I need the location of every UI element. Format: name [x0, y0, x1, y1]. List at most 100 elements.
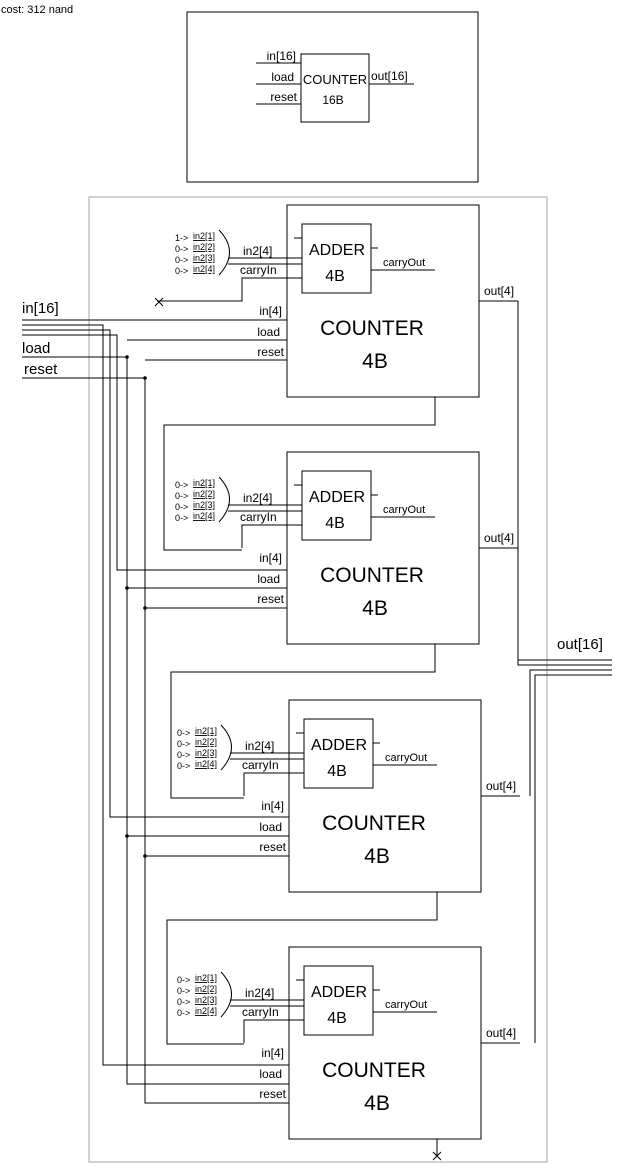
counter-stages: COUNTER 4B ADDER 4B in2[4] carryIn carryOut in[… — [175, 204, 520, 1140]
const-label-4: in2[4] — [193, 511, 215, 521]
bus-input-label: in[16] — [22, 300, 59, 317]
overview-chip-width: 16B — [322, 93, 343, 107]
const-label-2: in2[2] — [193, 489, 215, 499]
adder-4b-width: 4B — [325, 268, 345, 285]
counter-4b-width: 4B — [364, 845, 390, 868]
const-bit-2: 0-> — [175, 491, 188, 501]
const-label-2: in2[2] — [193, 242, 215, 252]
adder-carry-in-label: carryIn — [242, 758, 279, 772]
adder-in2-label: in2[4] — [245, 986, 274, 1000]
const-bit-4: 0-> — [177, 761, 190, 771]
const-label-3: in2[3] — [193, 253, 215, 263]
stage-1: COUNTER 4B ADDER 4B in2[4] carryIn carryOut in[… — [175, 204, 518, 398]
overview-input-reset: reset — [270, 90, 297, 104]
counter-reset-label: reset — [259, 840, 286, 854]
const-label-2: in2[2] — [195, 984, 217, 994]
counter-in-label: in[4] — [261, 799, 284, 813]
adder-carry-in-label: carryIn — [240, 510, 277, 524]
const-label-1: in2[1] — [193, 231, 215, 241]
bus-reset-label: reset — [24, 361, 58, 378]
adder-carry-out-label: carryOut — [385, 999, 427, 1011]
counter-4b-width: 4B — [362, 597, 388, 620]
const-label-1: in2[1] — [193, 478, 215, 488]
counter-load-label: load — [257, 325, 280, 339]
adder-in2-label: in2[4] — [243, 244, 272, 258]
const-label-1: in2[1] — [195, 726, 217, 736]
counter-load-label: load — [257, 572, 280, 586]
implementation-frame — [88, 196, 548, 1163]
overview-block: COUNTER 16B in[16] load reset out[16] — [186, 11, 479, 183]
const-bit-1: 1-> — [175, 233, 188, 243]
bus-output-label: out[16] — [557, 636, 603, 653]
overview-chip-box — [300, 53, 370, 123]
adder-4b-name: ADDER — [309, 489, 365, 506]
adder-4b-name: ADDER — [311, 737, 367, 754]
const-label-4: in2[4] — [193, 264, 215, 274]
bus-load-label: load — [22, 340, 50, 357]
counter-4b-width: 4B — [362, 350, 388, 373]
adder-carry-in-label: carryIn — [240, 263, 277, 277]
adder-4b-name: ADDER — [311, 984, 367, 1001]
counter-out-label: out[4] — [484, 284, 514, 298]
adder-4b-box — [303, 718, 374, 789]
stage-3: COUNTER 4B ADDER 4B in2[4] carryIn carryOut in[… — [177, 699, 520, 893]
const-label-3: in2[3] — [195, 748, 217, 758]
overview-input-in: in[16] — [267, 49, 296, 63]
const-label-3: in2[3] — [193, 500, 215, 510]
wiring — [22, 270, 612, 1161]
const-label-2: in2[2] — [195, 737, 217, 747]
overview-chip-name: COUNTER — [303, 72, 367, 87]
counter-4b-name: COUNTER — [320, 317, 424, 340]
const-bit-1: 0-> — [175, 480, 188, 490]
const-bit-1: 0-> — [177, 728, 190, 738]
stage-4: COUNTER 4B ADDER 4B in2[4] carryIn carryOut in[… — [177, 946, 520, 1140]
counter-4b-name: COUNTER — [320, 564, 424, 587]
cost-label: cost: 312 nand — [1, 4, 73, 16]
const-label-4: in2[4] — [195, 759, 217, 769]
counter-reset-label: reset — [257, 592, 284, 606]
const-bit-3: 0-> — [177, 997, 190, 1007]
adder-carry-out-label: carryOut — [385, 752, 427, 764]
const-label-4: in2[4] — [195, 1006, 217, 1016]
adder-4b-box — [301, 470, 372, 541]
counter-load-label: load — [259, 1067, 282, 1081]
const-label-1: in2[1] — [195, 973, 217, 983]
counter-out-label: out[4] — [484, 531, 514, 545]
adder-in2-label: in2[4] — [243, 491, 272, 505]
counter-in-label: in[4] — [259, 551, 282, 565]
adder-4b-width: 4B — [327, 1010, 347, 1027]
counter-load-label: load — [259, 820, 282, 834]
counter-in-label: in[4] — [261, 1046, 284, 1060]
counter-out-label: out[4] — [486, 1026, 516, 1040]
counter-4b-name: COUNTER — [322, 1059, 426, 1082]
counter-4b-name: COUNTER — [322, 812, 426, 835]
adder-4b-box — [303, 965, 374, 1036]
adder-4b-box — [301, 223, 372, 294]
const-bit-1: 0-> — [177, 975, 190, 985]
const-bit-3: 0-> — [177, 750, 190, 760]
overview-output: out[16] — [371, 69, 408, 83]
adder-in2-label: in2[4] — [245, 739, 274, 753]
const-label-3: in2[3] — [195, 995, 217, 1005]
const-bit-4: 0-> — [177, 1008, 190, 1018]
const-bit-4: 0-> — [175, 513, 188, 523]
counter-reset-label: reset — [257, 345, 284, 359]
adder-4b-name: ADDER — [309, 242, 365, 259]
adder-4b-width: 4B — [327, 763, 347, 780]
overview-frame — [186, 11, 479, 183]
counter-4b-width: 4B — [364, 1092, 390, 1115]
stage-2: COUNTER 4B ADDER 4B in2[4] carryIn carryOut in[… — [175, 451, 518, 645]
const-bit-3: 0-> — [175, 255, 188, 265]
counter-in-label: in[4] — [259, 304, 282, 318]
adder-carry-out-label: carryOut — [383, 504, 425, 516]
adder-carry-in-label: carryIn — [242, 1005, 279, 1019]
adder-carry-out-label: carryOut — [383, 257, 425, 269]
const-bit-2: 0-> — [175, 244, 188, 254]
const-bit-2: 0-> — [177, 739, 190, 749]
adder-4b-width: 4B — [325, 515, 345, 532]
counter-reset-label: reset — [259, 1087, 286, 1101]
const-bit-3: 0-> — [175, 502, 188, 512]
const-bit-4: 0-> — [175, 266, 188, 276]
overview-input-load: load — [271, 70, 294, 84]
